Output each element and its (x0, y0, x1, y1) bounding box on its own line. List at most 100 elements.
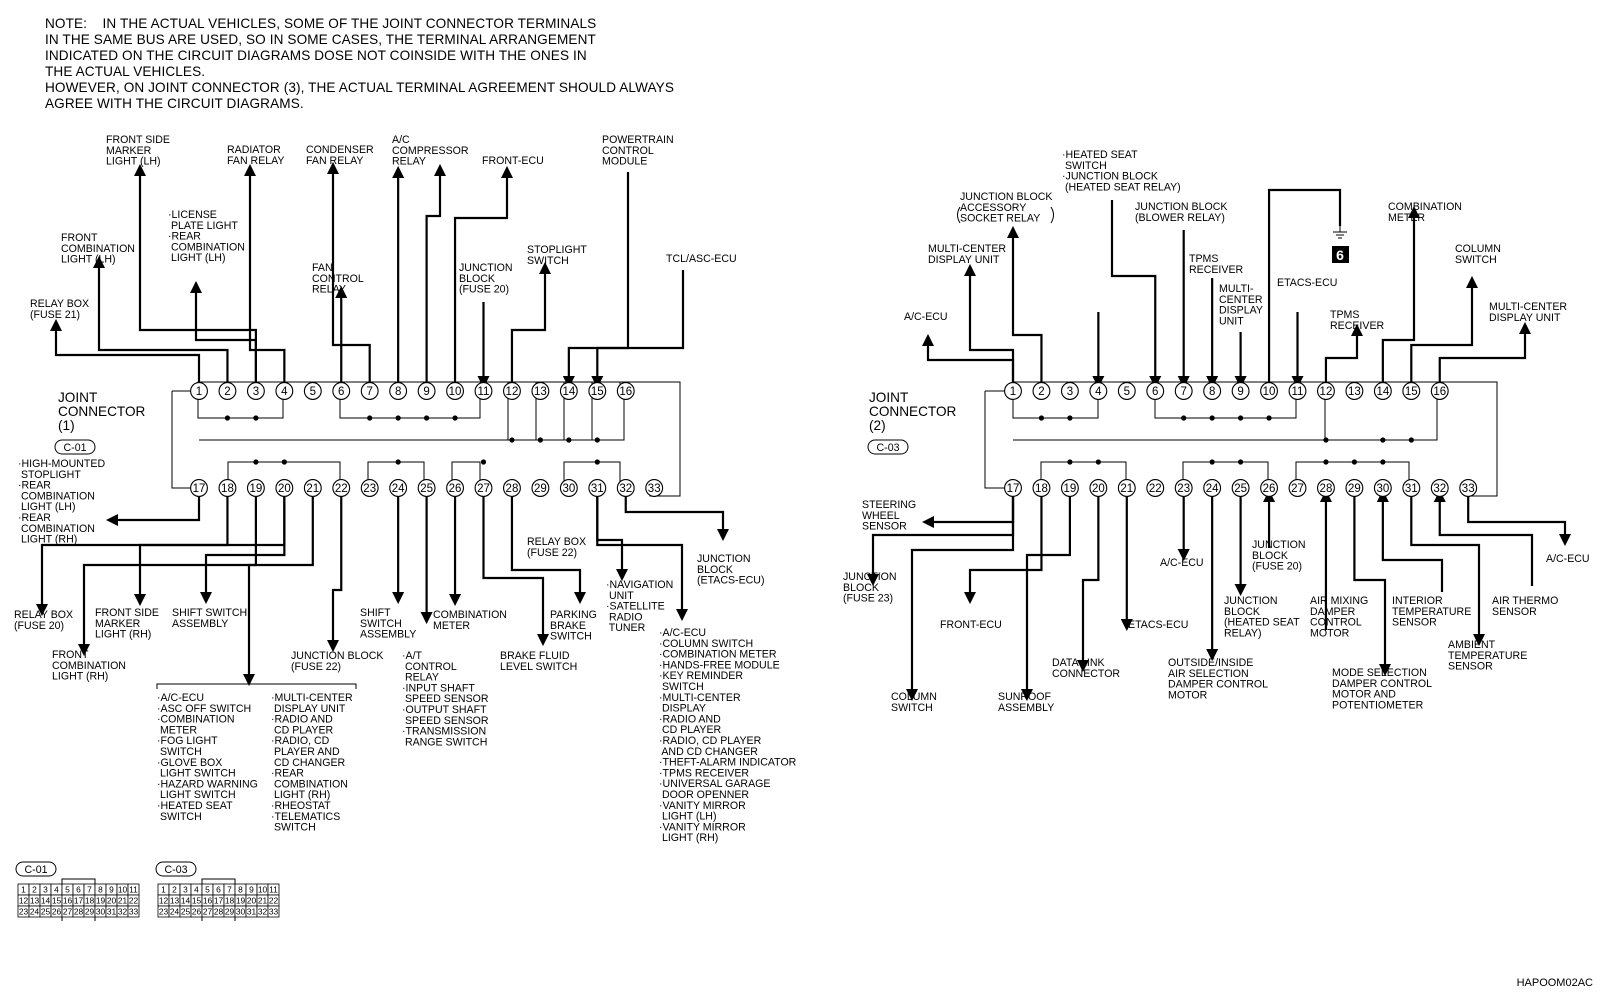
pin-number: 29 (1348, 483, 1361, 495)
pin-3: 3 (1060, 382, 1079, 400)
pin-14: 14 (1373, 382, 1392, 400)
c1-label: JUNCTION BLOCK(FUSE 22) (291, 650, 383, 673)
face-cell: 3 (43, 885, 48, 895)
pin-22: 22 (332, 479, 351, 497)
pin-number: 1 (196, 386, 202, 398)
ground-symbol: 6 (1332, 226, 1349, 263)
c2-label: A/C-ECU (1546, 553, 1590, 565)
face-cell: 28 (214, 907, 224, 917)
figure-code: HAPOOM02AC (1516, 977, 1593, 989)
pin-10: 10 (1260, 382, 1279, 400)
pin-13: 13 (1345, 382, 1364, 400)
wire (425, 163, 447, 382)
pin-12: 12 (1316, 382, 1335, 400)
pin-number: 10 (1263, 386, 1276, 398)
face-cell: 33 (269, 907, 279, 917)
face-code: C-01 (25, 864, 48, 876)
c1-label: RELAY BOX(FUSE 21) (30, 298, 89, 321)
c1-label: RELAY BOX(FUSE 22) (527, 536, 586, 559)
pin-11: 11 (1288, 382, 1307, 400)
pin-number: 26 (1263, 483, 1276, 495)
junction-dot (480, 459, 487, 465)
wire (1076, 496, 1100, 673)
junction-dot (395, 459, 401, 465)
pin-24: 24 (1203, 479, 1222, 497)
pin-11: 11 (474, 382, 493, 400)
pin-21: 21 (303, 479, 322, 497)
pin-20: 20 (275, 479, 294, 497)
pin-number: 25 (420, 483, 433, 495)
junction-dot (1209, 415, 1215, 421)
pin-28: 28 (503, 479, 521, 497)
pin-number: 6 (338, 386, 344, 398)
face-cell: 13 (30, 896, 40, 906)
pin-19: 19 (246, 479, 265, 497)
pin-30: 30 (559, 479, 578, 497)
c2-label: ETACS-ECU (1277, 277, 1337, 289)
face-cell: 18 (85, 896, 95, 906)
junction-dot (424, 415, 430, 421)
pin-number: 11 (1292, 386, 1304, 398)
junction-dot (594, 437, 600, 443)
pin-26: 26 (446, 479, 464, 497)
pin-number: 19 (1064, 483, 1077, 495)
junction-dot (1038, 415, 1045, 421)
pin-16: 16 (616, 382, 635, 400)
pin-number: 33 (1462, 483, 1475, 495)
pin-number: 7 (1180, 386, 1186, 398)
face-cell: 17 (74, 896, 84, 906)
title-line: JOINT (58, 390, 97, 405)
face-cell: 10 (118, 885, 128, 895)
pin-15: 15 (588, 382, 607, 400)
pin-number: 8 (1209, 386, 1215, 398)
pin-23: 23 (1174, 479, 1193, 497)
face-cell: 29 (225, 907, 235, 917)
pin-number: 32 (619, 483, 632, 495)
pin-28: 28 (1316, 479, 1335, 497)
pin-number: 26 (449, 483, 462, 495)
face-cell: 26 (52, 907, 62, 917)
pin-8: 8 (1203, 382, 1222, 400)
face-cell: 22 (269, 896, 279, 906)
pin-9: 9 (1231, 382, 1250, 400)
title-line: (1) (58, 418, 75, 433)
pin-number: 5 (1124, 386, 1130, 398)
face-cell: 8 (238, 885, 243, 895)
wire (35, 496, 229, 617)
junction-dot (1067, 459, 1073, 465)
pin-number: 21 (1120, 483, 1133, 495)
pin-number: 31 (1405, 483, 1418, 495)
junction-dot (1095, 459, 1101, 465)
pin-15: 15 (1402, 382, 1421, 400)
title-line: CONNECTOR (58, 404, 146, 419)
wires (866, 188, 1572, 702)
pin-7: 7 (1174, 382, 1193, 400)
face-cell: 20 (107, 896, 117, 906)
wire (482, 496, 550, 647)
connector-code: C-03 (877, 442, 900, 454)
c1-label: ·A/T CONTROL RELAY·INPUT SHAFT SPEED SEN… (402, 650, 489, 748)
pin-6: 6 (1146, 382, 1165, 400)
note-line: NOTE: IN THE ACTUAL VEHICLES, SOME OF TH… (45, 16, 597, 31)
wires (35, 161, 730, 687)
pin-23: 23 (360, 479, 379, 497)
pin-number: 33 (648, 483, 661, 495)
